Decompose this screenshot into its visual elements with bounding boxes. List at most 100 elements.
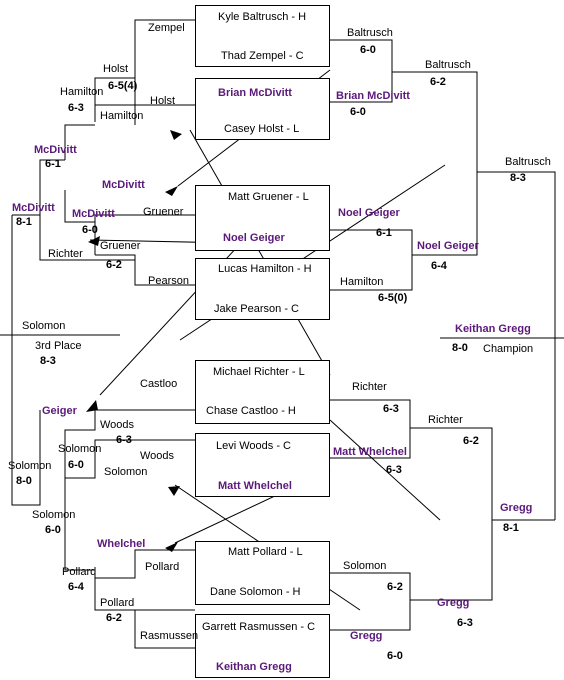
score-label: 8-1 (16, 216, 32, 228)
bracket-label: Noel Geiger (417, 240, 479, 252)
player-name: Brian McDivitt (218, 87, 292, 99)
bracket-label: Rasmussen (140, 630, 199, 642)
arrow-head (165, 542, 178, 552)
arrow-head (170, 130, 182, 140)
bracket-label: McDivitt (72, 208, 115, 220)
score-label: 6-3 (383, 403, 399, 415)
score-label: 6-2 (387, 581, 403, 593)
arrow-head (86, 400, 98, 412)
bracket-label: McDivitt (34, 144, 77, 156)
score-label: 6-1 (45, 158, 61, 170)
bracket-label: Matt Whelchel (333, 446, 407, 458)
score-label: 6-0 (68, 459, 84, 471)
score-label: 8-3 (510, 172, 526, 184)
bracket-label: Noel Geiger (338, 207, 400, 219)
score-label: 8-3 (40, 355, 56, 367)
bracket-label: Solomon (8, 460, 52, 472)
bracket-label: Holst (103, 63, 129, 75)
score-label: 6-2 (430, 76, 446, 88)
score-label: 6-5(4) (108, 80, 138, 92)
bracket-label: Whelchel (97, 538, 146, 550)
bracket-label: 3rd Place (35, 340, 82, 352)
bracket-label: Castloo (140, 378, 178, 390)
match-box-4: Lucas Hamilton - H Jake Pearson - C (195, 258, 330, 320)
bracket-label: Woods (140, 450, 175, 462)
bracket-label: Gregg (350, 630, 383, 642)
bracket-label: Baltrusch (347, 27, 393, 39)
player-name: Michael Richter - L (213, 366, 305, 378)
score-label: 6-0 (387, 650, 403, 662)
bracket-label: Woods (100, 419, 135, 431)
bracket-label: Richter (428, 414, 463, 426)
score-label: 6-2 (106, 612, 122, 624)
player-name: Noel Geiger (223, 232, 285, 244)
player-name: Thad Zempel - C (221, 50, 304, 62)
bracket-label: Holst (150, 95, 176, 107)
player-name: Kyle Baltrusch - H (218, 11, 307, 23)
score-label: 8-1 (503, 522, 519, 534)
bracket-label: Zempel (148, 22, 185, 34)
bracket-label: Solomon (58, 443, 102, 455)
bracket-label: Solomon (343, 560, 387, 572)
score-label: 6-2 (106, 259, 122, 271)
arrow-head (165, 186, 178, 196)
champion-score: 8-0 (452, 342, 468, 354)
bracket-label: Pearson (148, 275, 189, 287)
score-label: 6-0 (360, 44, 376, 56)
bracket-label: Solomon (104, 466, 148, 478)
match-box-2: Brian McDivitt Casey Holst - L (195, 78, 330, 140)
player-name: Matt Pollard - L (228, 546, 303, 558)
player-name: Casey Holst - L (224, 123, 300, 135)
score-label: 6-0 (45, 524, 61, 536)
player-name: Dane Solomon - H (210, 586, 301, 598)
player-name: Levi Woods - C (216, 440, 291, 452)
score-label: 6-3 (116, 434, 132, 446)
player-name: Matt Gruener - L (228, 191, 309, 203)
match-box-6: Levi Woods - C Matt Whelchel (195, 433, 330, 497)
bracket-label: Gruener (100, 240, 141, 252)
score-label: 6-0 (350, 106, 366, 118)
score-label: 6-0 (82, 224, 98, 236)
bracket-label: Richter (48, 248, 83, 260)
bracket-label: Gregg (500, 502, 533, 514)
match-box-8: Garrett Rasmussen - C Keithan Gregg (195, 614, 330, 678)
bracket-label: Pollard (62, 566, 97, 578)
bracket-label: Gruener (143, 206, 184, 218)
score-label: 6-2 (463, 435, 479, 447)
score-label: 6-3 (68, 102, 84, 114)
player-name: Matt Whelchel (218, 480, 292, 492)
bracket-label: Geiger (42, 405, 77, 417)
bracket-label: McDivitt (12, 202, 55, 214)
bracket-label: McDivitt (102, 179, 145, 191)
bracket-label: Pollard (145, 561, 180, 573)
score-label: 6-4 (68, 581, 84, 593)
player-name: Chase Castloo - H (206, 405, 296, 417)
player-name: Keithan Gregg (216, 661, 292, 673)
bracket-label: Baltrusch (425, 59, 471, 71)
player-name: Garrett Rasmussen - C (202, 621, 316, 633)
arrow-head (168, 486, 180, 496)
bracket-label: Solomon (32, 509, 76, 521)
champion-name: Keithan Gregg (455, 323, 531, 335)
match-box-3: Matt Gruener - L Noel Geiger (195, 185, 330, 251)
score-label: 6-4 (431, 260, 447, 272)
bracket-label: Hamilton (100, 110, 144, 122)
score-label: 6-1 (376, 227, 392, 239)
player-name: Lucas Hamilton - H (218, 263, 312, 275)
bracket-label: Solomon (22, 320, 66, 332)
bracket-label: Richter (352, 381, 387, 393)
score-label: 8-0 (16, 475, 32, 487)
match-box-1: Kyle Baltrusch - H Thad Zempel - C (195, 5, 330, 67)
arrow-head (88, 236, 100, 246)
bracket-label: Gregg (437, 597, 470, 609)
match-box-5: Michael Richter - L Chase Castloo - H (195, 360, 330, 424)
score-label: 6-3 (457, 617, 473, 629)
bracket-label: Brian McDivitt (336, 90, 410, 102)
player-name: Jake Pearson - C (214, 303, 299, 315)
bracket-label: Hamilton (60, 86, 104, 98)
score-label: 6-5(0) (378, 292, 408, 304)
champion-title: Champion (483, 343, 534, 355)
match-box-7: Matt Pollard - L Dane Solomon - H (195, 541, 330, 605)
bracket-label: Hamilton (340, 276, 384, 288)
